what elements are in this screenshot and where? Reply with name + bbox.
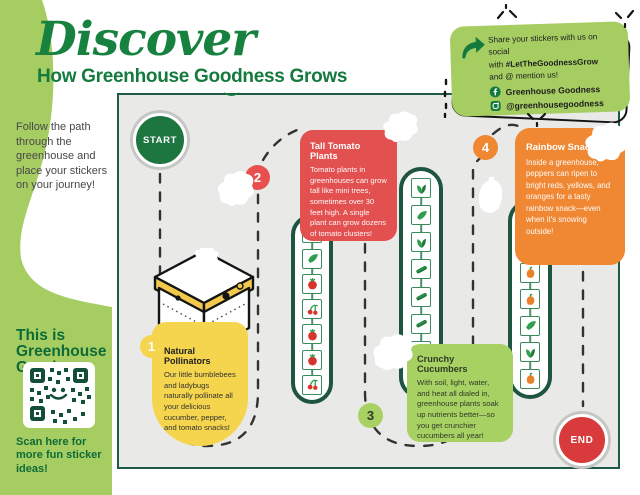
track-cell-leaf[interactable] xyxy=(411,205,431,226)
card-body: Inside a greenhouse, peppers can ripen t… xyxy=(526,158,611,236)
sticker-spot-cloud[interactable] xyxy=(216,166,256,208)
info-card-crunchy-cucumbers: Crunchy Cucumbers With soil, light, wate… xyxy=(407,344,513,442)
facebook-icon xyxy=(489,86,501,98)
track-cell-cucumber[interactable] xyxy=(411,259,431,280)
track-cell-cucumber[interactable] xyxy=(411,286,431,307)
facebook-label: Greenhouse Goodness xyxy=(505,83,601,97)
sticker-spot-cloud[interactable] xyxy=(583,116,631,164)
start-node[interactable]: START xyxy=(133,113,187,167)
page-title-script: Discover xyxy=(36,12,256,67)
social-callout-card: Share your stickers with us on social wi… xyxy=(449,21,631,117)
track-cell-leaf[interactable] xyxy=(302,248,322,269)
qr-code[interactable] xyxy=(23,362,95,428)
track-cell-pepper[interactable] xyxy=(520,368,540,389)
social-hashtag[interactable]: #LetTheGoodnessGrow xyxy=(505,56,599,69)
stop-marker-1[interactable]: 1 xyxy=(140,335,163,358)
stop-marker-3[interactable]: 3 xyxy=(358,403,383,428)
track-cell-sprout[interactable] xyxy=(411,178,431,199)
track-cell-pepper[interactable] xyxy=(520,289,540,309)
stop-marker-4[interactable]: 4 xyxy=(473,135,498,160)
track-cell-cherries[interactable] xyxy=(302,299,322,319)
track-cell-sprout[interactable] xyxy=(520,342,540,362)
veggie-track-tomato xyxy=(291,214,333,404)
sketch-tick-marks xyxy=(526,112,547,128)
instagram-icon xyxy=(490,101,501,112)
instagram-row[interactable]: @greenhousegoodness xyxy=(490,97,620,112)
page-subtitle: How Greenhouse Goodness Grows xyxy=(37,66,348,87)
card-body: Our little bumblebees and ladybugs natur… xyxy=(164,370,236,433)
sketch-tick-marks xyxy=(614,9,635,28)
card-title: Rainbow Snack xyxy=(526,141,596,152)
scan-hint-text: Scan here for more fun sticker ideas! xyxy=(16,436,102,475)
social-line-2-prefix: with xyxy=(488,59,506,70)
intro-text: Follow the path through the greenhouse a… xyxy=(16,121,108,192)
sticker-spot-pepper[interactable] xyxy=(477,176,505,216)
end-node[interactable]: END xyxy=(556,414,608,466)
facebook-row[interactable]: Greenhouse Goodness xyxy=(489,83,620,98)
info-card-rainbow-snack: Rainbow Snack Inside a greenhouse, peppe… xyxy=(515,128,625,265)
sketch-tick-marks xyxy=(443,78,448,118)
brand-line-2: Greenhouse xyxy=(16,343,107,361)
track-cell-sprout[interactable] xyxy=(411,232,431,253)
card-title: Tall Tomato Plants xyxy=(310,141,361,161)
sticker-spot-cloud[interactable] xyxy=(381,108,421,144)
track-cell-tomato[interactable] xyxy=(302,273,322,294)
track-cell-pepper[interactable] xyxy=(520,262,540,283)
track-cell-tomato[interactable] xyxy=(302,349,322,370)
info-card-tall-tomato-plants: Tall Tomato Plants Tomato plants in gree… xyxy=(300,130,397,241)
track-cell-leaf[interactable] xyxy=(520,315,540,336)
instagram-label: @greenhousegoodness xyxy=(505,97,604,111)
card-title: Natural Pollinators xyxy=(164,346,211,366)
sticker-spot-cucumber[interactable] xyxy=(372,328,416,372)
card-title: Crunchy Cucumbers xyxy=(417,354,468,374)
card-body: With soil, light, water, and heat all di… xyxy=(417,378,499,441)
track-cell-tomato[interactable] xyxy=(302,324,322,345)
track-cell-cherries[interactable] xyxy=(302,374,322,395)
brand-line-1: This is xyxy=(16,327,66,344)
smile-accent xyxy=(224,87,239,96)
share-arrow-icon xyxy=(462,36,485,59)
sketch-tick-marks xyxy=(496,4,518,20)
card-body: Tomato plants in greenhouses can grow ta… xyxy=(310,165,387,238)
info-card-natural-pollinators: Natural Pollinators Our little bumblebee… xyxy=(152,322,248,446)
